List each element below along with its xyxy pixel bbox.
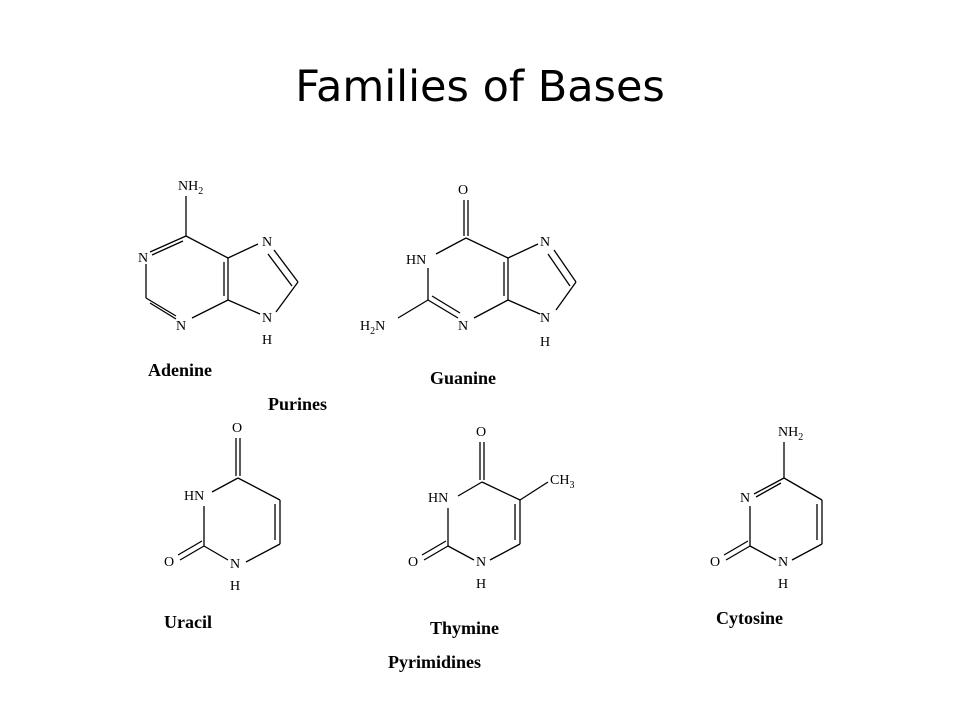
- thymine-bond: [481, 481, 521, 501]
- guanine-bond: [435, 237, 467, 255]
- adenine-atom: N: [262, 311, 272, 326]
- uracil-h: H: [230, 579, 240, 594]
- thymine-hn: HN: [428, 491, 448, 506]
- adenine-nh2: NH2: [178, 179, 203, 197]
- thymine-methyl: CH3: [550, 473, 574, 491]
- cytosine-bond: [749, 545, 777, 561]
- adenine-atom: N: [138, 251, 148, 266]
- guanine-hn: HN: [406, 253, 426, 268]
- adenine-bond: [149, 302, 177, 320]
- cytosine-bond: [723, 540, 749, 556]
- adenine-bond: [145, 297, 177, 317]
- thymine-bond: [447, 545, 475, 561]
- guanine-atom: N: [458, 319, 468, 334]
- uracil-bond: [203, 545, 229, 561]
- thymine-bond: [423, 545, 449, 561]
- uracil-top-oxygen: O: [232, 421, 242, 436]
- thymine-structure: O CH3 HN O N H Thymine: [408, 425, 574, 638]
- thymine-bond: [489, 543, 521, 561]
- cytosine-bond: [783, 477, 823, 501]
- guanine-bond: [431, 295, 461, 314]
- adenine-atom: H: [262, 333, 272, 348]
- adenine-bond: [275, 281, 299, 313]
- thymine-bond: [421, 540, 447, 556]
- guanine-atom: H: [540, 335, 550, 350]
- uracil-bond: [177, 540, 203, 556]
- guanine-bond: [553, 249, 577, 283]
- adenine-atom: N: [176, 319, 186, 334]
- guanine-atom: N: [540, 311, 550, 326]
- cytosine-ring-n: N: [740, 491, 750, 506]
- adenine-atom: N: [262, 235, 272, 250]
- cytosine-bond: [791, 543, 823, 561]
- uracil-bond: [245, 543, 281, 563]
- thymine-bond: [457, 481, 483, 497]
- uracil-structure: O HN O N H Uracil: [164, 421, 281, 632]
- guanine-bond: [507, 299, 541, 315]
- uracil-bond: [211, 477, 239, 493]
- guanine-oxygen: O: [458, 183, 468, 198]
- adenine-bond: [227, 243, 259, 259]
- adenine-bond: [267, 253, 293, 287]
- adenine-structure: NH2 N N N N H Adenine: [138, 179, 299, 380]
- purines-label: Purines: [268, 394, 327, 414]
- cytosine-label: Cytosine: [716, 608, 783, 628]
- cytosine-nh2: NH2: [778, 425, 803, 443]
- uracil-hn: HN: [184, 489, 204, 504]
- guanine-bond: [465, 237, 509, 259]
- slide-title: Families of Bases: [295, 62, 665, 112]
- guanine-bond: [555, 281, 577, 311]
- thymine-top-oxygen: O: [476, 425, 486, 440]
- adenine-label: Adenine: [148, 360, 212, 380]
- guanine-atom: N: [540, 235, 550, 250]
- uracil-n: N: [230, 557, 240, 572]
- uracil-bond: [237, 477, 281, 501]
- cytosine-n: N: [778, 555, 788, 570]
- thymine-left-oxygen: O: [408, 555, 418, 570]
- uracil-bond: [179, 545, 205, 561]
- cytosine-bond: [753, 477, 785, 495]
- guanine-bond: [547, 253, 571, 287]
- adenine-bond: [191, 299, 229, 319]
- guanine-h2n: H2N: [360, 319, 385, 337]
- adenine-bond: [151, 240, 184, 256]
- adenine-bond: [149, 235, 187, 253]
- guanine-bond: [427, 299, 459, 319]
- cytosine-left-oxygen: O: [710, 555, 720, 570]
- cytosine-bond: [755, 482, 782, 498]
- guanine-structure: O HN H2N N N N H G: [360, 183, 577, 388]
- guanine-bond: [397, 299, 429, 319]
- thymine-bond: [519, 481, 549, 501]
- guanine-bond: [507, 243, 539, 259]
- adenine-bond: [227, 299, 261, 315]
- uracil-label: Uracil: [164, 612, 212, 632]
- thymine-n: N: [476, 555, 486, 570]
- cytosine-structure: NH2 N O N H Cytosine: [710, 425, 823, 628]
- adenine-bond: [273, 249, 299, 283]
- adenine-bond: [185, 235, 229, 259]
- guanine-bond: [473, 299, 509, 319]
- cytosine-h: H: [778, 577, 788, 592]
- guanine-label: Guanine: [430, 368, 496, 388]
- pyrimidines-label: Pyrimidines: [388, 652, 481, 672]
- cytosine-bond: [725, 545, 751, 561]
- thymine-label: Thymine: [430, 618, 499, 638]
- uracil-left-oxygen: O: [164, 555, 174, 570]
- thymine-h: H: [476, 577, 486, 592]
